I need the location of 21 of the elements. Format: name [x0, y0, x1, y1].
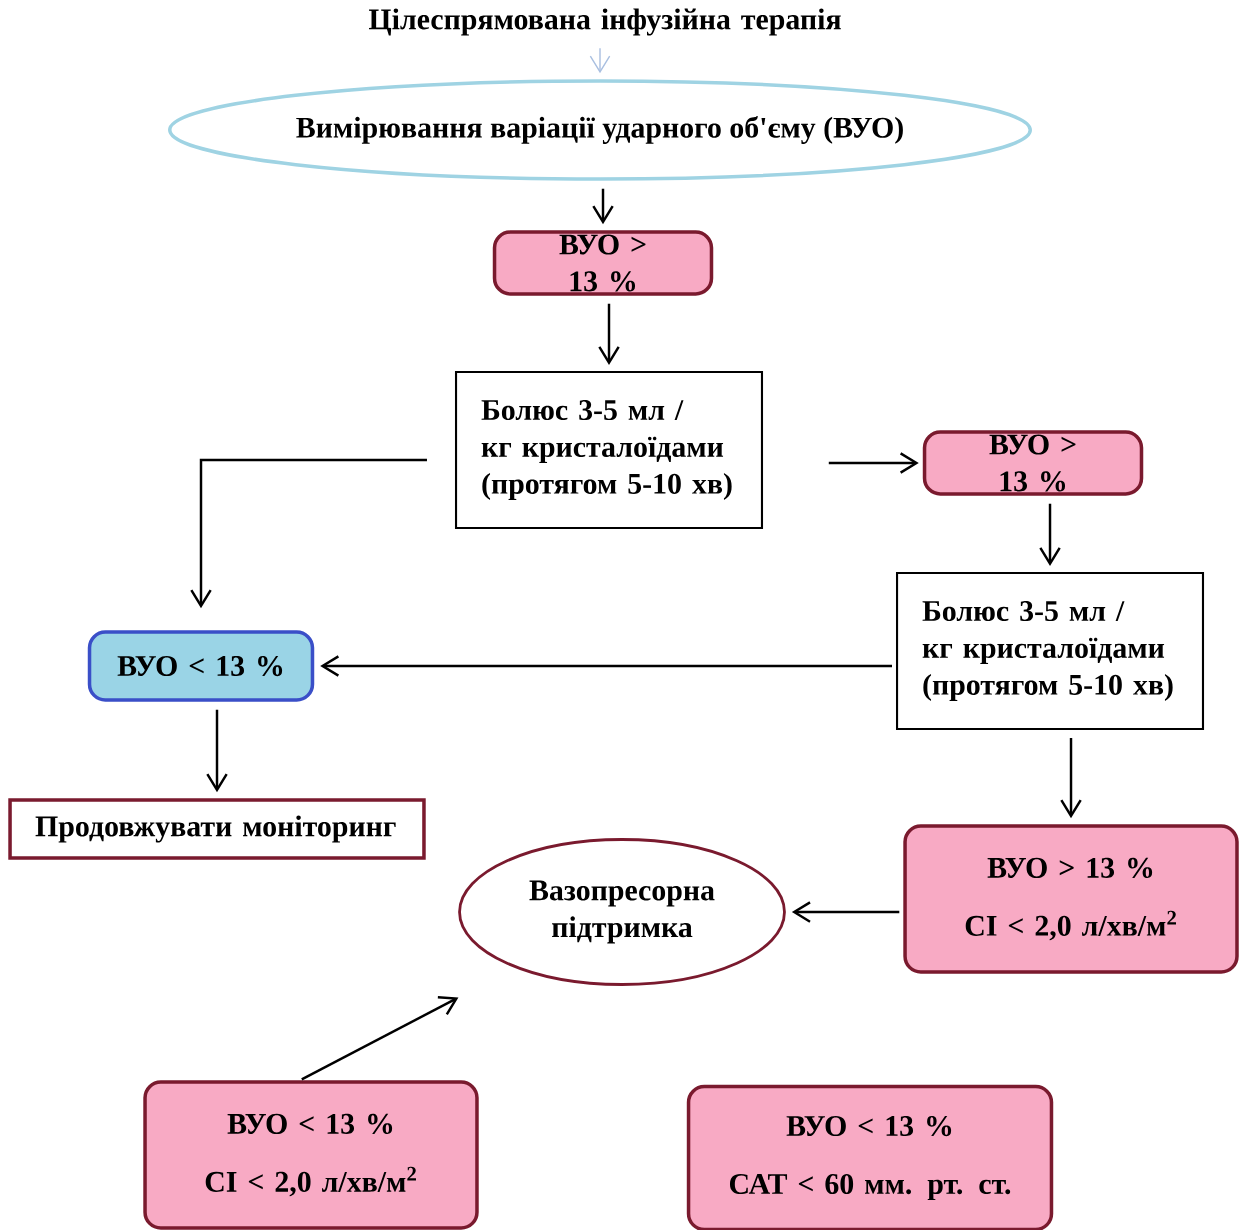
condition-box: ВУО < 13 % САТ < 60 мм. рт. ст. [686, 1084, 1054, 1230]
condition-box: ВУО < 13 % [87, 630, 315, 702]
condition-box: ВУО > 13 % [492, 230, 714, 296]
arrow [791, 901, 900, 923]
arrow [598, 303, 620, 365]
arrow [206, 709, 228, 793]
condition-box: ВУО > 13 % [922, 430, 1144, 496]
arrow [592, 188, 614, 225]
arrow [1039, 503, 1061, 566]
condition-box: ВУО > 13 % CI < 2,0 л/хв/м$^{2}$ [903, 824, 1239, 974]
arrow [828, 452, 919, 474]
procedure-box: Болюс 3-5 мл / кг кристалоїдами (протягом 5-10 хв) [454, 370, 764, 530]
condition-box: ВУО < 13 % CI < 2,0 л/хв/м$^{2}$ [143, 1080, 479, 1230]
title-text: Цілеспрямована інфузійна терапія [369, 8, 841, 36]
arrow [1060, 738, 1082, 819]
procedure-box: Болюс 3-5 мл / кг кристалоїдами (протягом 5-10 хв) [896, 571, 1205, 731]
arrow [190, 458, 427, 609]
action-box: Продовжувати моніторинг [8, 798, 426, 860]
arrow [320, 655, 892, 677]
arrow [589, 47, 611, 74]
arrow [301, 996, 459, 1081]
